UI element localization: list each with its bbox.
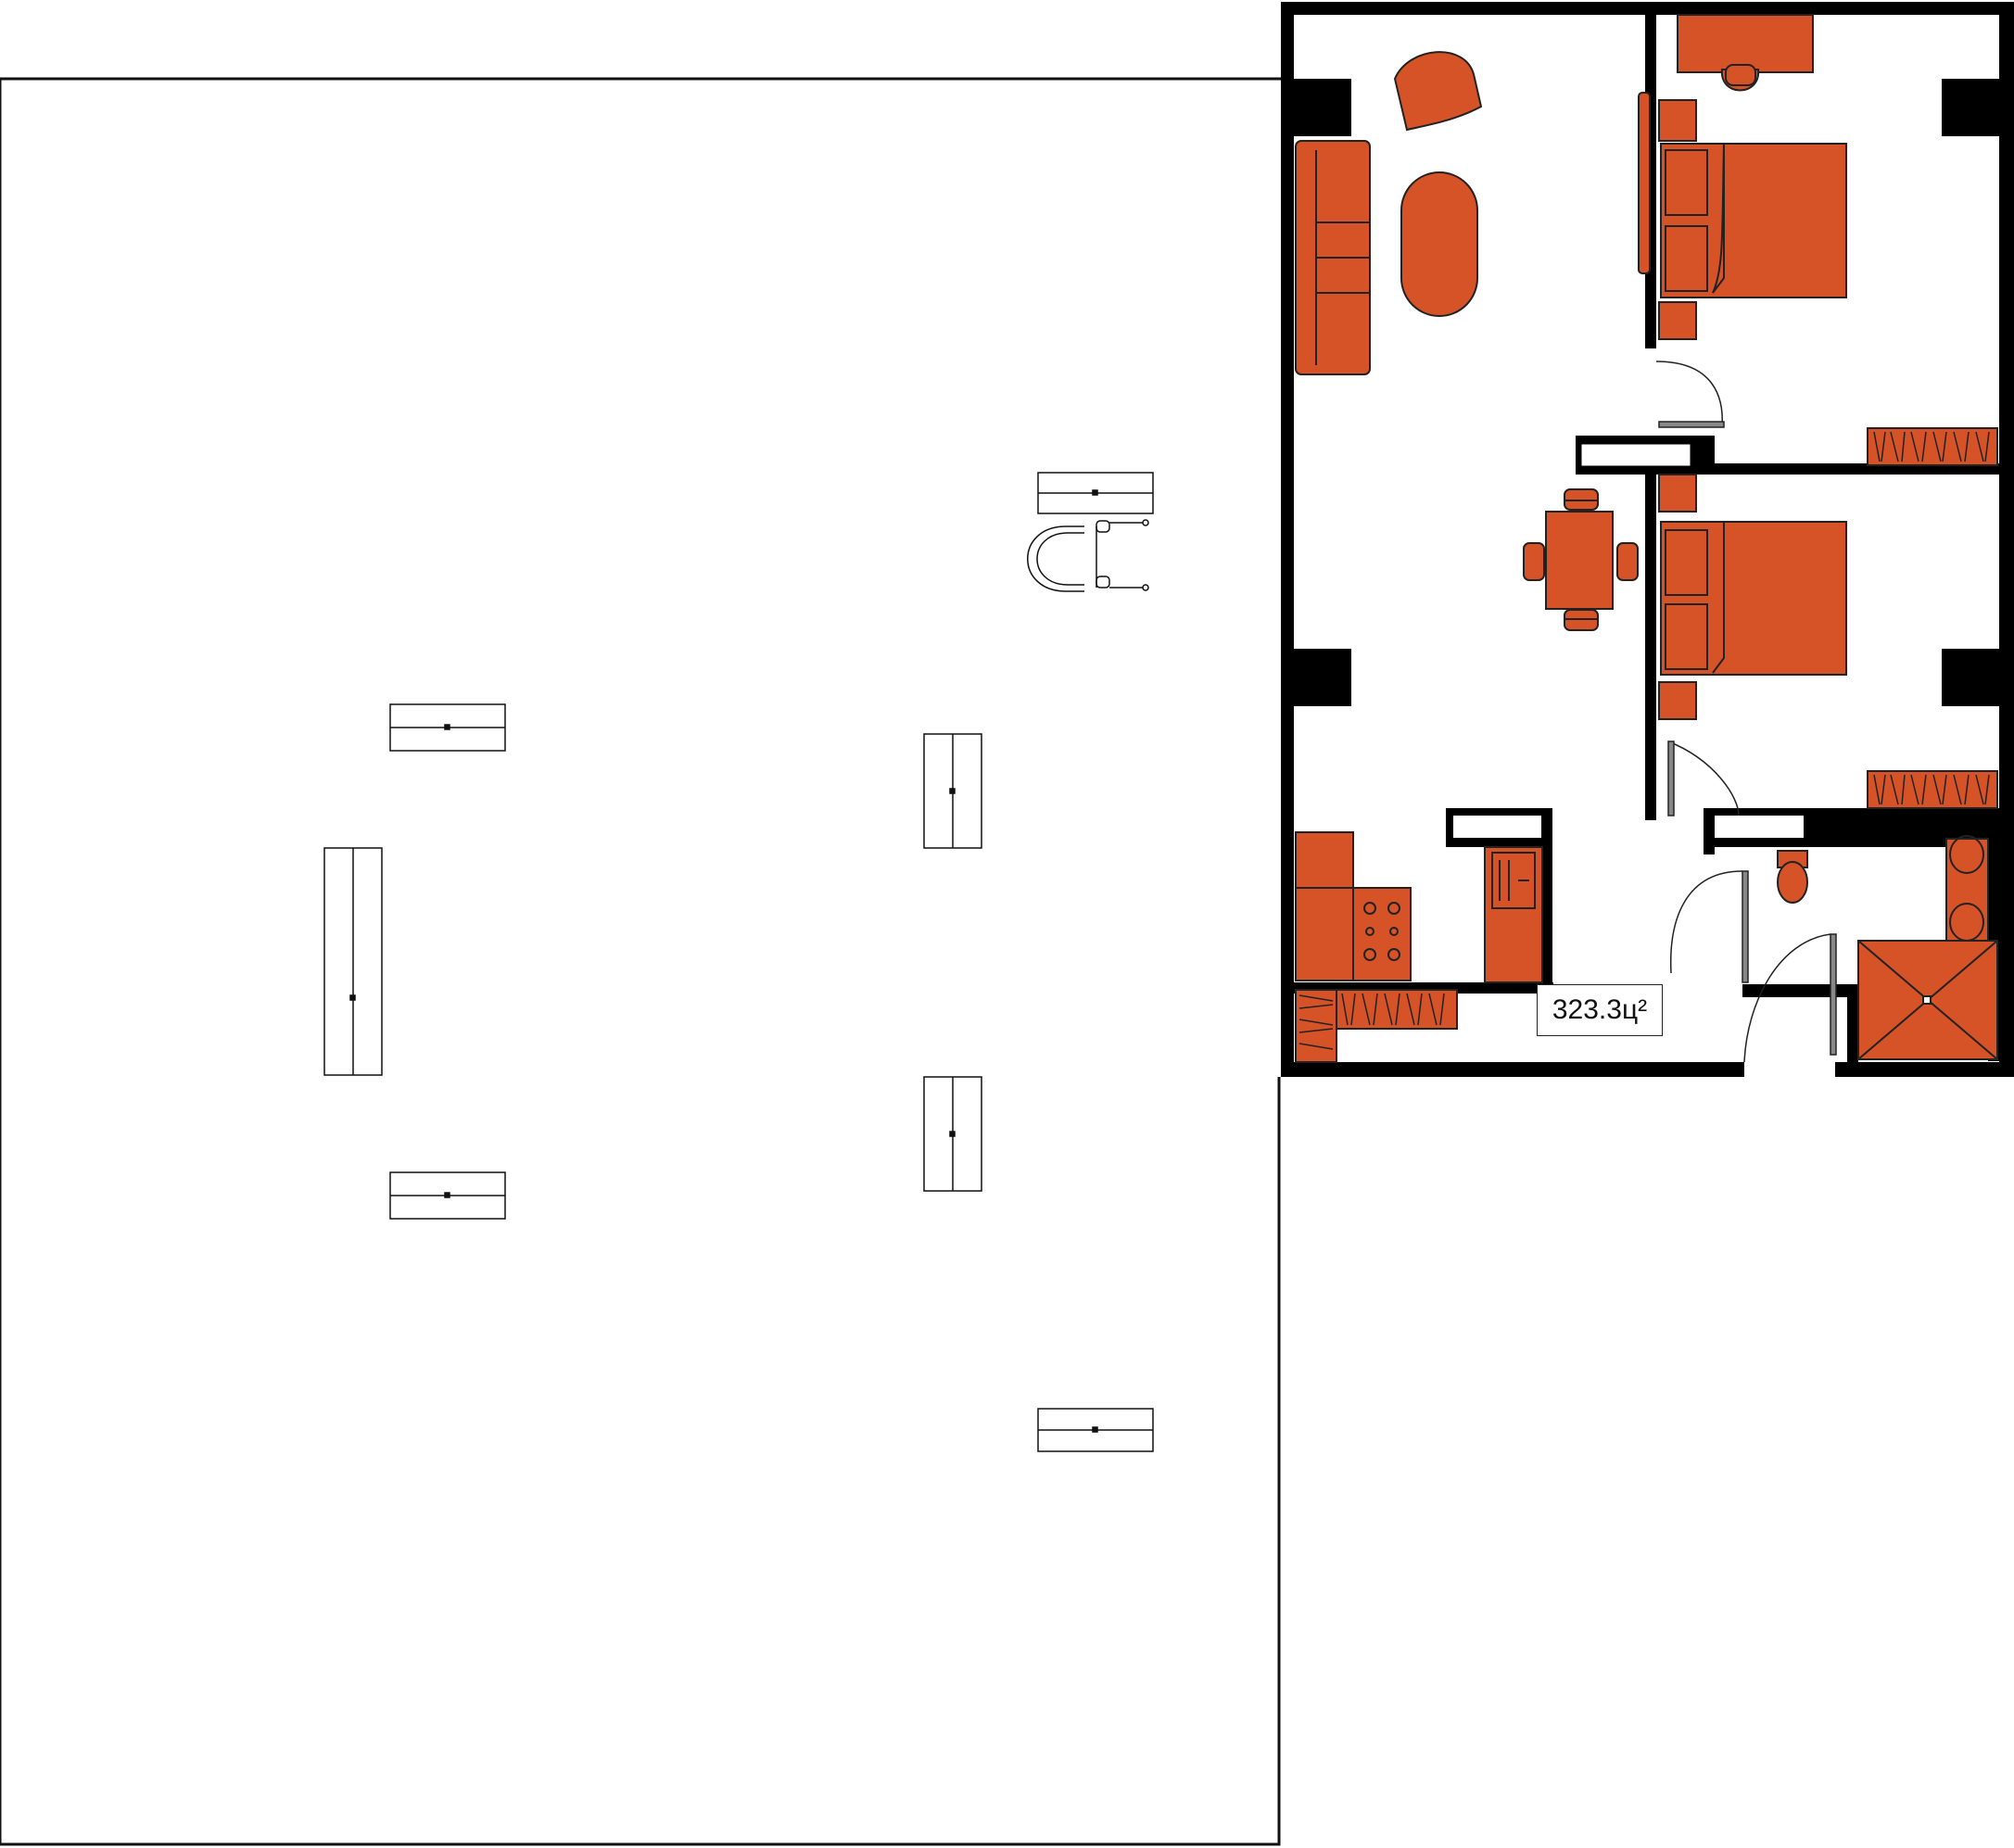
wardrobe-icon xyxy=(1867,427,1998,466)
wardrobe-icon xyxy=(1867,770,1998,809)
doors xyxy=(1655,361,1837,1063)
kitchen-counter-icon xyxy=(1484,846,1543,983)
door-swing-icon xyxy=(1655,361,1725,428)
dining-chair-icon xyxy=(1523,542,1545,581)
desk-icon xyxy=(1677,14,1814,73)
nightstand-icon xyxy=(1658,301,1697,340)
dining-chair-icon xyxy=(1616,542,1639,581)
door-swing-icon xyxy=(1667,740,1740,816)
stove-icon xyxy=(1352,887,1412,981)
marker-horizontal-3 xyxy=(1037,472,1154,514)
toilet-icon xyxy=(1777,850,1808,904)
marker-vertical-1 xyxy=(323,847,383,1076)
marker-vertical-2 xyxy=(923,733,982,849)
site-boundary xyxy=(0,77,1284,1846)
armchair-icon xyxy=(1393,51,1483,132)
coffee-table-icon xyxy=(1400,171,1478,317)
marker-horizontal-4 xyxy=(1037,1408,1154,1452)
bed-icon xyxy=(1660,143,1847,298)
dining-chair-icon xyxy=(1564,488,1599,511)
sink-icon xyxy=(1491,852,1536,909)
desk-chair-icon xyxy=(1720,64,1760,92)
wardrobe-icon xyxy=(1295,989,1337,1063)
furniture xyxy=(1295,14,1998,1063)
windows xyxy=(1289,139,2005,644)
gate-icon xyxy=(1027,519,1149,592)
sofa-icon xyxy=(1295,140,1371,375)
site-markers xyxy=(323,472,1154,1452)
dining-table-icon xyxy=(1545,511,1614,610)
wardrobe-icon xyxy=(1336,989,1458,1030)
wardrobe-icon xyxy=(1638,92,1651,274)
bed-icon xyxy=(1660,521,1847,676)
nightstand-icon xyxy=(1658,99,1697,142)
nightstand-icon xyxy=(1658,474,1697,513)
shower-tray-icon xyxy=(1857,940,1998,1060)
area-label: 323.3ц² xyxy=(1537,984,1663,1036)
door-swing-icon xyxy=(1669,870,1749,983)
dining-chair-icon xyxy=(1564,609,1599,631)
marker-vertical-3 xyxy=(923,1076,982,1192)
marker-horizontal-1 xyxy=(389,703,506,752)
door-swing-icon xyxy=(1743,933,1837,1063)
nightstand-icon xyxy=(1658,681,1697,720)
marker-horizontal-2 xyxy=(389,1171,506,1220)
